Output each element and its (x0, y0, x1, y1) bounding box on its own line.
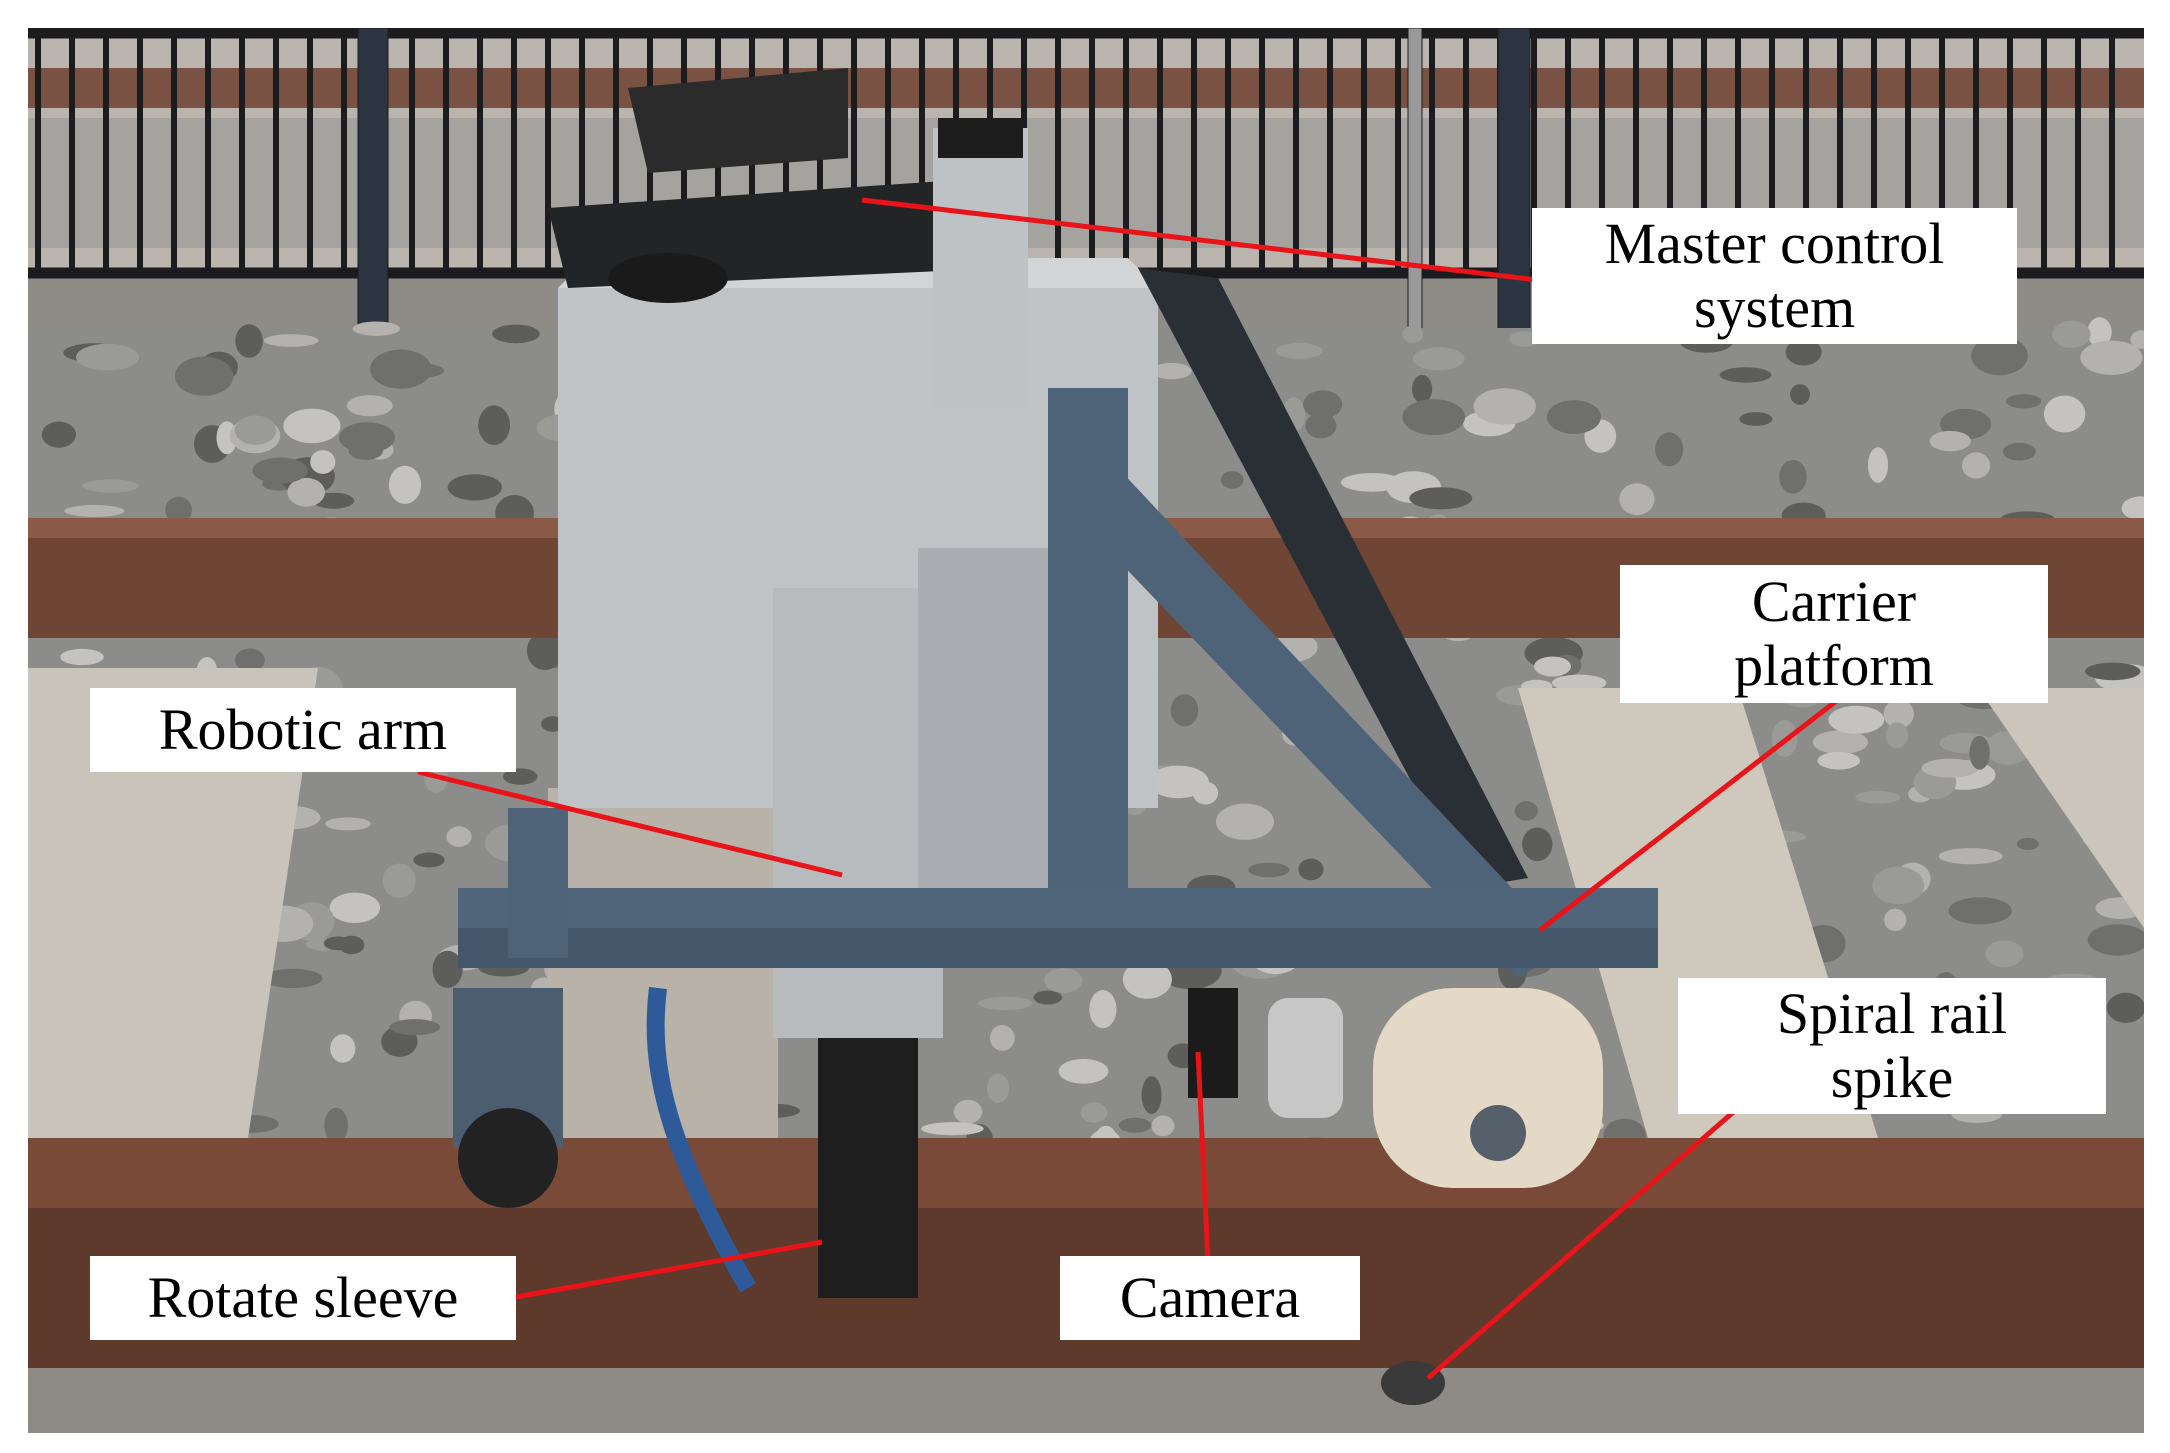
label-spiral-rail-spike: Spiral rail spike (1678, 978, 2106, 1114)
leader-camera (1195, 1051, 1211, 1263)
laptop-screen (628, 68, 848, 173)
roller-wheel (1373, 988, 1603, 1188)
photo-illustration (28, 28, 2144, 1433)
label-master-control-system: Master control system (1532, 208, 2017, 344)
panel (1138, 268, 1528, 888)
leader-robotic-arm (417, 769, 843, 878)
coolant-hose (646, 986, 756, 1293)
spiral-rail-spike (1381, 1361, 1445, 1405)
label-camera: Camera (1060, 1256, 1360, 1340)
sleeper-left (28, 668, 318, 1138)
label-carrier-platform: Carrier platform (1620, 565, 2048, 703)
mouse (608, 253, 728, 303)
rotate-sleeve-part (818, 1038, 918, 1298)
leader-rotate-sleeve (515, 1239, 823, 1300)
label-rotate-sleeve: Rotate sleeve (90, 1256, 516, 1340)
leader-master-control-system (861, 197, 1539, 283)
label-robotic-arm: Robotic arm (90, 688, 516, 772)
frame-diagonal (1068, 468, 1568, 978)
wheel-left (458, 1108, 558, 1208)
front-rail-head (28, 1138, 2144, 1208)
leader-carrier-platform (1538, 690, 1850, 932)
camera-part (1188, 988, 1238, 1098)
actuator (933, 128, 1028, 408)
leader-spiral-rail-spike (1426, 1106, 1740, 1380)
sleeper-far-right (1978, 688, 2144, 928)
